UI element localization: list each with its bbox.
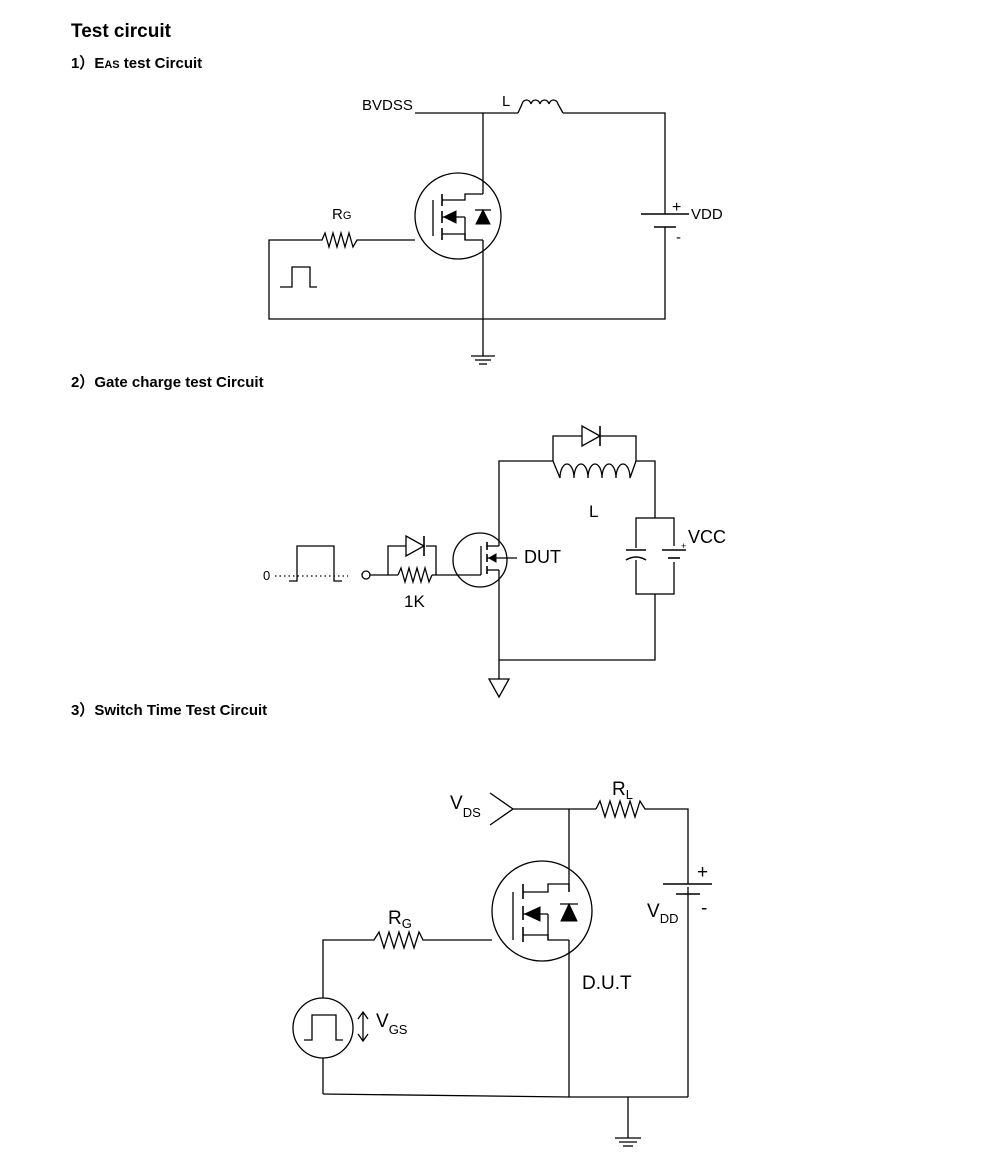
minus-label: - <box>676 229 681 246</box>
inductor-label: L <box>502 93 510 110</box>
gate-charge-test-circuit-diagram: + 0 1K DUT L VCC <box>263 424 726 699</box>
section-number: 3） <box>71 702 95 719</box>
ground-symbol <box>471 355 495 365</box>
vdd-label: VDD <box>691 206 723 223</box>
wire <box>498 570 656 661</box>
battery-vdd <box>641 213 689 228</box>
gate-diode <box>405 534 426 558</box>
vdd-label: VDD <box>647 901 678 926</box>
vgs-double-arrow <box>357 1010 369 1043</box>
input-terminal <box>361 570 371 580</box>
bvdss-label: BVDSS <box>362 97 413 114</box>
vcc-label: VCC <box>688 527 726 547</box>
section-name: Gate charge test Circuit <box>94 374 264 391</box>
vds-label: VDS <box>450 793 481 820</box>
dut-mosfet-symbol <box>491 860 593 962</box>
pulse-source-icon <box>280 266 317 288</box>
section-name-rest: test Circuit <box>119 55 203 72</box>
wire <box>649 808 689 870</box>
dut-mosfet-symbol <box>452 532 517 588</box>
section-number: 1） <box>71 55 95 72</box>
switch-time-test-circuit-diagram: VDS RL RG + - VDD D.U.T VGS <box>292 779 712 1147</box>
resistor-rg <box>318 230 361 250</box>
dut-label: DUT <box>524 547 561 567</box>
wire <box>322 1093 570 1098</box>
battery-vcc-symbol: + <box>662 541 686 562</box>
svg-text:+: + <box>681 541 686 551</box>
wire <box>563 112 666 214</box>
resistor-rl <box>595 798 649 820</box>
inductor-l <box>552 460 637 479</box>
wire <box>552 435 582 461</box>
ground-triangle-symbol <box>487 678 511 699</box>
capacitor-symbol <box>625 548 647 561</box>
wire <box>426 545 437 575</box>
resistor-rg <box>370 929 427 951</box>
inductor-label: L <box>589 502 598 521</box>
wire <box>498 460 553 546</box>
vgs-label: VGS <box>376 1011 408 1037</box>
page-title: Test circuit <box>71 21 171 42</box>
vds-terminal-arrow <box>489 792 515 826</box>
freewheel-diode <box>581 424 602 448</box>
plus-label: + <box>672 199 681 216</box>
zero-level-label: 0 <box>263 568 270 583</box>
minus-label: - <box>701 898 707 919</box>
resistor-1k <box>397 565 433 585</box>
pulse-source-symbol <box>292 997 354 1059</box>
section-heading-switch-time: 3）Switch Time Test Circuit <box>71 699 267 720</box>
dut-label: D.U.T <box>582 973 632 994</box>
eas-test-circuit-diagram: BVDSS L RG + VDD - <box>268 93 723 365</box>
resistor-label: 1K <box>404 592 425 611</box>
battery-vdd <box>663 870 712 895</box>
wire <box>600 435 656 518</box>
ground-symbol <box>615 1137 641 1147</box>
section-heading-eas: 1）EAS test Circuit <box>71 52 202 73</box>
rg-label: RG <box>332 206 351 223</box>
rg-label: RG <box>388 908 412 931</box>
wire <box>387 545 406 575</box>
rl-label: RL <box>612 779 633 802</box>
gate-pulse-waveform <box>289 545 342 582</box>
mosfet-symbol <box>414 172 502 260</box>
section-name-main: E <box>94 55 105 72</box>
section-heading-gate-charge: 2）Gate charge test Circuit <box>71 371 264 392</box>
plus-label: + <box>697 862 708 883</box>
inductor-l <box>517 99 564 114</box>
section-number: 2） <box>71 374 95 391</box>
section-name-subscript: AS <box>104 59 120 71</box>
wire <box>322 939 370 998</box>
wire <box>268 227 666 320</box>
section-name: Switch Time Test Circuit <box>94 702 268 719</box>
